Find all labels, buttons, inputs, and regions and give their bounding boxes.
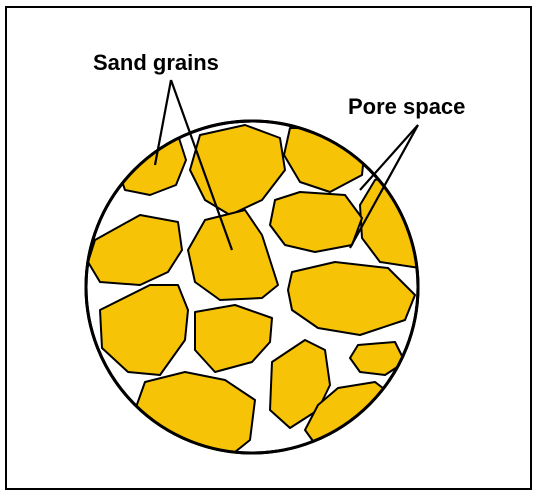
pore-space-pointer-left <box>360 125 418 190</box>
sand-grain <box>118 135 186 195</box>
sand-grains-label: Sand grains <box>93 50 219 76</box>
pore-space-label: Pore space <box>348 94 465 120</box>
sand-grain <box>270 192 362 252</box>
